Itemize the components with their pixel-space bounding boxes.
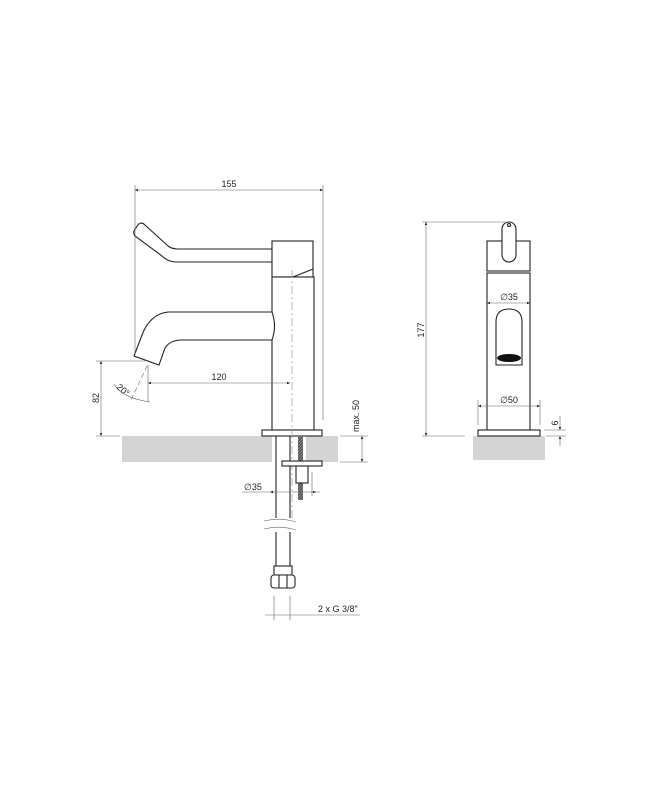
mounting-nut xyxy=(295,465,309,484)
spout-opening xyxy=(495,308,523,366)
base-flange xyxy=(477,429,541,437)
lever-handle xyxy=(501,221,517,263)
dim-base-diameter-label: ∅50 xyxy=(500,395,518,405)
dim-angle-label: 20° xyxy=(115,382,132,399)
lever-block xyxy=(271,240,314,278)
side-view: 155 120 82 20° max. 50 ∅35 2 x G 3/8" xyxy=(91,179,368,620)
dim-body-diameter-label: ∅35 xyxy=(500,292,518,302)
break-lines xyxy=(263,518,297,531)
dim-width-label: 155 xyxy=(221,179,236,189)
aerator xyxy=(497,354,521,362)
dim-counter-label: max. 50 xyxy=(351,400,361,432)
countertop xyxy=(122,436,272,462)
dim-front-height-label: 177 xyxy=(416,322,426,337)
hose-nut xyxy=(270,574,296,589)
hose-ferrule xyxy=(273,565,293,576)
spout xyxy=(133,311,276,366)
dim-base-thickness-label: 6 xyxy=(550,420,560,425)
countertop xyxy=(473,436,545,460)
handle-screw xyxy=(506,222,512,228)
countertop xyxy=(306,436,338,462)
dim-connection-label: 2 x G 3/8" xyxy=(318,604,358,614)
lever-handle xyxy=(133,222,274,263)
dim-height-label: 82 xyxy=(91,393,101,403)
dim-reach-label: 120 xyxy=(211,372,226,382)
lever-taper xyxy=(292,268,314,278)
front-view: 177 ∅35 ∅50 6 xyxy=(416,221,566,460)
dim-shank-label: ∅35 xyxy=(244,482,262,492)
angle-arc xyxy=(113,383,151,403)
water-jet-line xyxy=(130,365,148,401)
faucet-body xyxy=(271,276,315,431)
mounting-plate xyxy=(281,460,323,467)
